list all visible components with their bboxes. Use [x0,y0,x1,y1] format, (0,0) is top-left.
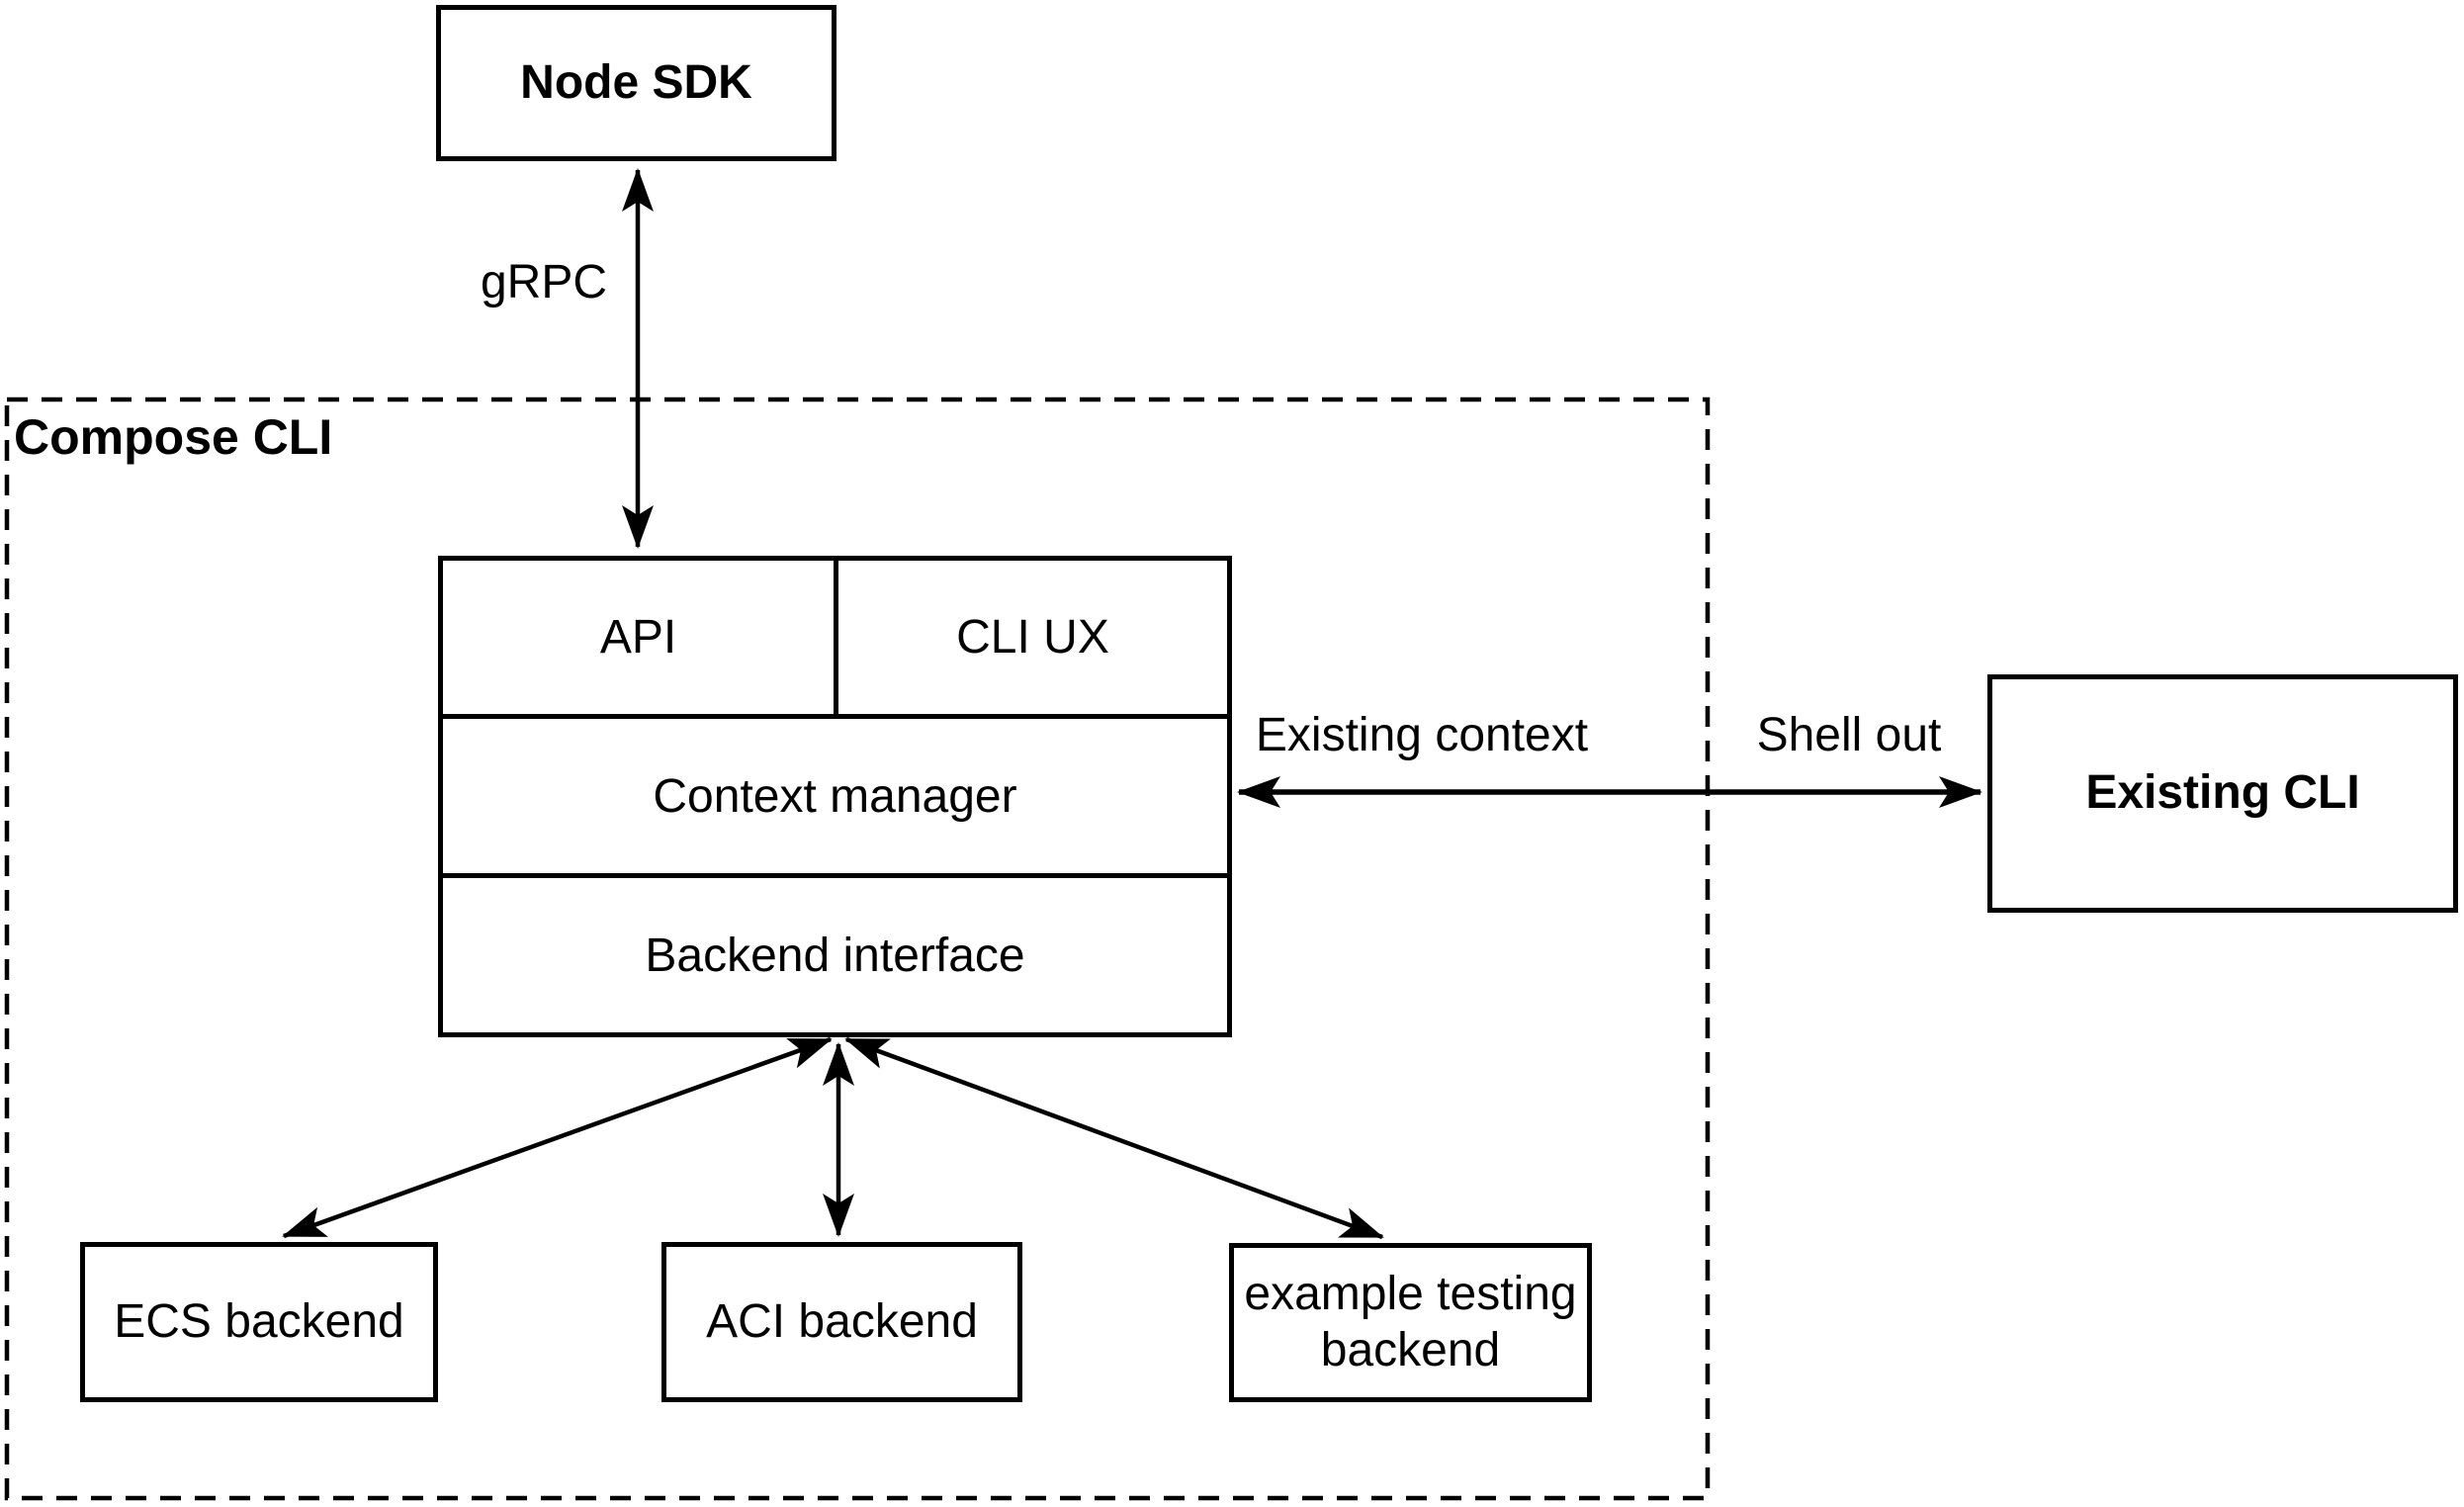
stack-top-row: API CLI UX [443,561,1227,719]
shell-out-edge-label: Shell out [1756,709,1942,761]
existing-context-edge-label: Existing context [1255,709,1589,761]
existing-cli-label: Existing CLI [2085,766,2360,820]
example-testing-edge [844,1036,1384,1240]
aci-backend-label: ACI backend [706,1294,978,1348]
node-sdk-label: Node SDK [520,55,752,109]
context-manager-label: Context manager [653,769,1017,823]
api-box: API [443,561,838,714]
aci-backend-box: ACI backend [661,1242,1022,1402]
grpc-edge-label: gRPC [480,256,608,309]
context-manager-box: Context manager [443,719,1227,878]
node-sdk-box: Node SDK [436,5,836,161]
backend-interface-label: Backend interface [645,929,1025,982]
ecs-backend-box: ECS backend [80,1242,438,1402]
api-label: API [599,611,677,664]
compose-cli-container-label: Compose CLI [14,409,333,465]
ecs-edge [282,1036,833,1239]
cli-ux-label: CLI UX [956,611,1109,664]
ecs-backend-label: ECS backend [114,1294,404,1348]
compose-stack-box: API CLI UX Context manager Backend inter… [438,556,1232,1037]
existing-cli-box: Existing CLI [1987,674,2458,913]
cli-ux-box: CLI UX [838,561,1227,714]
example-testing-backend-box: example testing backend [1229,1243,1592,1402]
example-testing-backend-label: example testing backend [1244,1267,1577,1376]
backend-interface-box: Backend interface [443,878,1227,1032]
